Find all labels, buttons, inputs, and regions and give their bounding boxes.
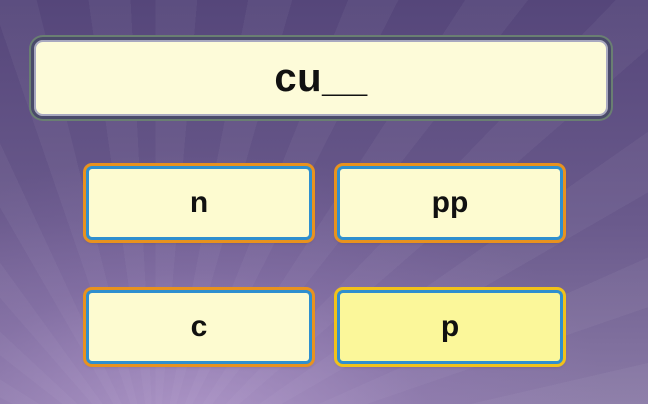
answer-option-label: n — [189, 186, 209, 219]
question-text: cu__ — [274, 55, 368, 100]
answer-option-label: pp — [431, 186, 469, 219]
answer-option-label: c — [190, 310, 208, 343]
question-panel: cu__ — [31, 37, 611, 119]
answer-option-3[interactable]: c — [86, 290, 312, 364]
answer-option-2[interactable]: pp — [337, 166, 563, 240]
answer-option-label: p — [440, 310, 460, 343]
answer-option-4[interactable]: p — [337, 290, 563, 364]
answer-option-1[interactable]: n — [86, 166, 312, 240]
